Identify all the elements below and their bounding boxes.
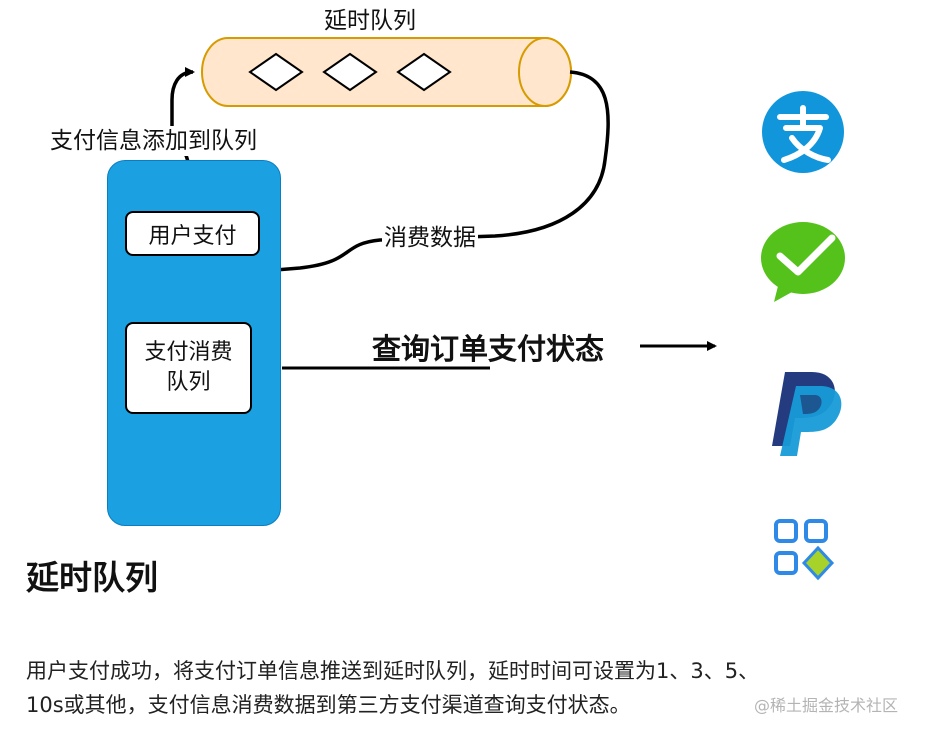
- delay-queue-label: 延时队列: [324, 8, 416, 34]
- add-to-queue-label: 支付信息添加到队列: [50, 126, 257, 156]
- description-line1: 用户支付成功，将支付订单信息推送到延时队列，延时时间可设置为1、3、5、: [26, 659, 760, 683]
- consume-data-label: 消费数据: [382, 223, 478, 253]
- consume-queue-node: 支付消费 队列: [125, 322, 252, 414]
- watermark: @稀土掘金技术社区: [754, 696, 899, 715]
- description: 用户支付成功，将支付订单信息推送到延时队列，延时时间可设置为1、3、5、 10s…: [26, 654, 906, 722]
- user-pay-node: 用户支付: [125, 211, 260, 256]
- delay-queue-cylinder: [201, 37, 572, 107]
- wechat-pay-icon: [761, 222, 845, 302]
- consume-queue-label-line2: 队列: [166, 370, 211, 395]
- other-pay-icon: [774, 519, 835, 581]
- alipay-icon: [762, 91, 844, 173]
- description-line2: 10s或其他，支付信息消费数据到第三方支付渠道查询支付状态。: [26, 693, 631, 717]
- queue-message-diamond: [396, 52, 452, 92]
- user-pay-label: 用户支付: [148, 223, 237, 249]
- query-status-label: 查询订单支付状态: [372, 332, 605, 366]
- section-title: 延时队列: [26, 558, 158, 597]
- consume-queue-label-line1: 支付消费: [144, 340, 233, 365]
- paypal-icon: [772, 372, 842, 456]
- queue-message-diamond: [322, 52, 378, 92]
- queue-message-diamond: [248, 52, 304, 92]
